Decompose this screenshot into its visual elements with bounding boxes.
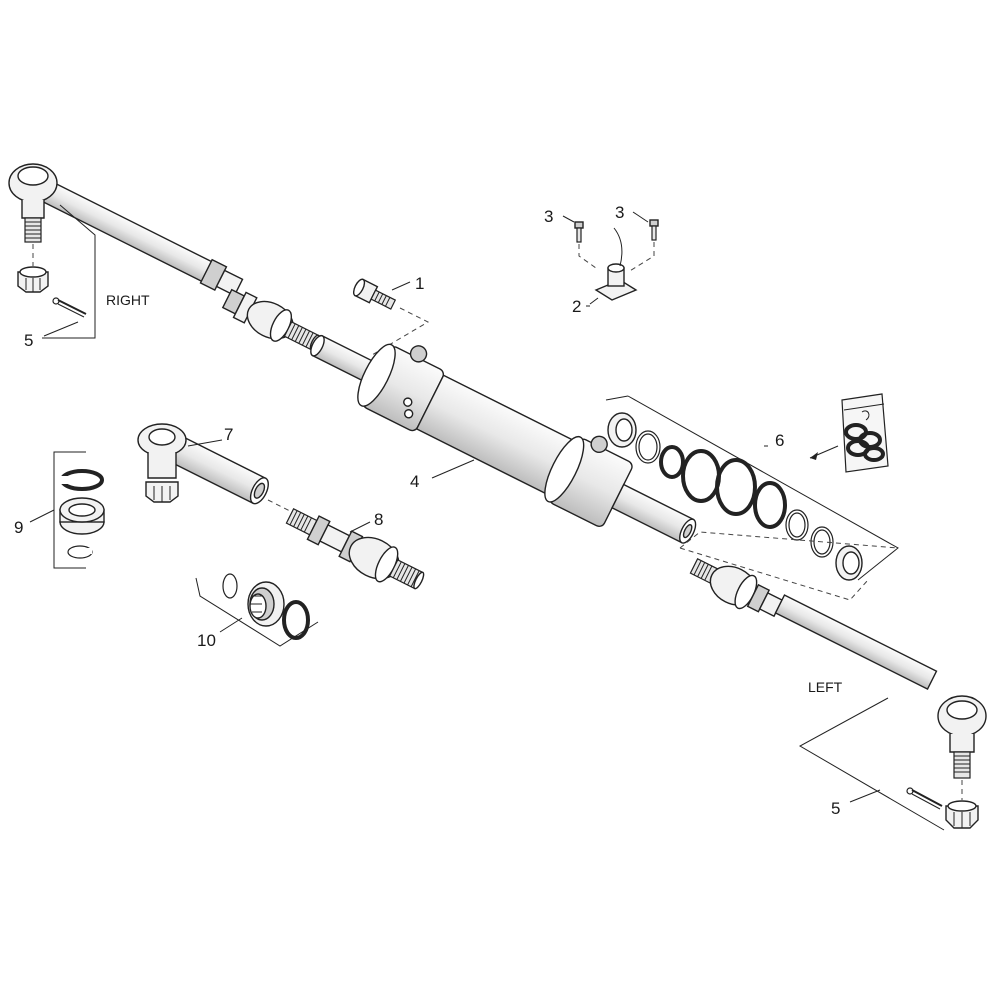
left-cotter-pin — [906, 787, 943, 810]
callout-4: 4 — [410, 472, 419, 491]
left-castle-nut — [945, 800, 979, 829]
left-inner-tie-rod — [689, 558, 784, 618]
seal-ring-3 — [659, 445, 685, 479]
left-tie-rod-assembly — [689, 558, 987, 831]
item-9-bearing-kit — [29, 451, 105, 569]
callout-9: 9 — [14, 518, 23, 537]
label-left: LEFT — [808, 679, 843, 695]
right-inner-tie-rod — [221, 288, 321, 351]
callout-6: 6 — [775, 431, 784, 450]
bearing-race — [59, 497, 105, 535]
right-castle-nut — [17, 266, 49, 293]
item-2-sensor — [589, 227, 638, 305]
callout-8: 8 — [374, 510, 383, 529]
callout-5-left: 5 — [831, 799, 840, 818]
seal-ring-4 — [681, 449, 721, 503]
seal-ring-8 — [810, 526, 834, 558]
right-tie-rod-tube — [34, 177, 244, 297]
item-10-bearing-kit — [195, 573, 319, 647]
callout-3-right: 3 — [615, 203, 624, 222]
label-right: RIGHT — [106, 292, 150, 308]
seal-ring-2 — [635, 430, 661, 464]
left-ball-joint-head — [937, 695, 987, 779]
seal-ring-6 — [753, 481, 787, 529]
item-4-steering-cylinder — [310, 334, 697, 544]
seal-kit-bag-icon — [841, 393, 889, 473]
snap-ring — [60, 469, 104, 491]
seal-ring-9 — [835, 545, 863, 581]
callout-1: 1 — [415, 274, 424, 293]
left-tie-rod-tube — [774, 594, 938, 690]
item-8-inner-tie-rod — [285, 508, 425, 590]
item-6-seal-kit — [605, 393, 899, 601]
seal-ring-1 — [607, 412, 637, 448]
kit-10-bearing — [247, 581, 285, 627]
item-1-bolt — [352, 278, 430, 356]
seal-ring-5 — [715, 458, 757, 516]
callout-10: 10 — [197, 631, 216, 650]
kit-10-circlip — [222, 573, 238, 599]
callout-7: 7 — [224, 425, 233, 444]
item-7-tie-rod-end — [137, 423, 269, 505]
callout-2: 2 — [572, 297, 581, 316]
seal-ring-7 — [785, 509, 809, 541]
right-cotter-pin — [52, 297, 87, 318]
kit-10-snap-ring — [282, 600, 310, 640]
right-tie-rod-assembly — [8, 163, 321, 351]
small-circlip — [67, 545, 93, 559]
item-3-screw-right — [632, 211, 659, 241]
callout-3-left: 3 — [544, 207, 553, 226]
callout-labels: 1 2 3 3 4 5 5 6 7 8 9 10 RIGHT LEFT — [14, 203, 843, 818]
right-ball-joint-head — [8, 163, 58, 243]
item-3-screw-left — [562, 215, 584, 243]
callout-5-right: 5 — [24, 331, 33, 350]
